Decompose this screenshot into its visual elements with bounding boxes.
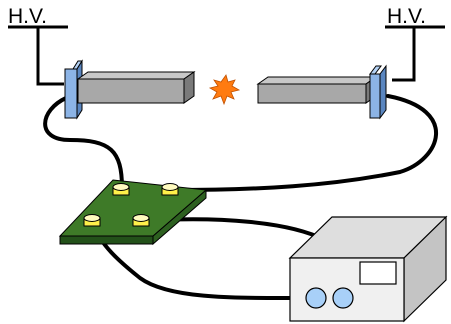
hv-left-lead [36,27,64,86]
cables [43,94,438,301]
board-connector-2 [161,183,179,196]
scintillator-bar-right [256,76,378,104]
cable-left-holder-to-board [43,96,124,190]
board-connector-1 [112,183,130,196]
box-display [359,261,397,285]
board-connector-4 [132,214,150,227]
input-knob-right [332,287,354,309]
cable-board-to-input-a [90,220,316,301]
hv-connector-right: H.V. [385,5,445,82]
scintillator-bar-left [76,71,196,104]
electronics-box [288,215,448,323]
hv-connector-left: H.V. [8,5,68,86]
detector-holder-left [64,59,83,120]
board-connector-3 [83,214,101,227]
hv-label-left: H.V. [8,5,47,28]
collision-spark-icon [208,74,241,106]
detector-holder-right [369,64,387,120]
hv-label-right: H.V. [387,5,426,28]
cable-right-holder-to-board [170,94,438,192]
circuit-board [58,179,208,246]
input-knob-left [305,287,327,309]
hv-right-lead [392,27,416,82]
